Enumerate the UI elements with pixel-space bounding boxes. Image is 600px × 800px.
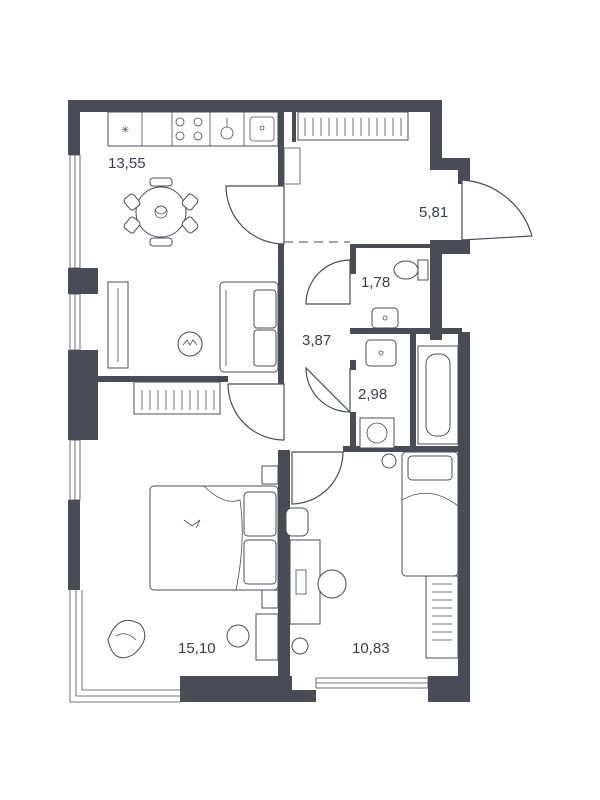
room-area-bedroom-small: 10,83 bbox=[352, 640, 390, 657]
dresser-icon bbox=[255, 613, 279, 661]
room-area-balcony: 5,81 bbox=[419, 204, 448, 221]
room-area-hallway: 3,87 bbox=[302, 332, 331, 349]
washing-machine-icon bbox=[359, 417, 395, 449]
double-bed-icon bbox=[149, 485, 279, 591]
tv-stand-icon bbox=[107, 281, 129, 369]
toilet-icon bbox=[393, 259, 429, 281]
balcony-shelf bbox=[297, 111, 409, 141]
plant-icon bbox=[177, 331, 203, 357]
windows bbox=[69, 154, 429, 703]
dining-table-icon bbox=[123, 177, 199, 247]
svg-text:✳: ✳ bbox=[121, 125, 129, 136]
nightstand-icon bbox=[261, 465, 279, 609]
cooktop-icon bbox=[175, 117, 203, 141]
single-bed-icon bbox=[401, 451, 459, 577]
faucet-icon bbox=[220, 118, 234, 140]
room-area-kitchen-living: 13,55 bbox=[108, 155, 146, 172]
room-area-bathroom: 2,98 bbox=[358, 386, 387, 403]
round-rug-icon bbox=[226, 624, 250, 648]
room-area-bedroom-large: 15,10 bbox=[178, 640, 216, 657]
washbasin-icon bbox=[371, 307, 399, 329]
sofa-icon bbox=[219, 281, 279, 373]
desk-icon bbox=[289, 539, 347, 625]
room-labels: 13,55 5,81 1,78 3,87 2,98 15,10 10,83 bbox=[108, 155, 448, 657]
door-swings bbox=[225, 179, 533, 505]
outer-walls bbox=[68, 100, 470, 702]
sink-icon bbox=[249, 116, 275, 142]
wardrobe-large-bedroom bbox=[133, 381, 221, 415]
bathroom-sink-icon bbox=[365, 339, 397, 367]
floor-plant-icon bbox=[107, 620, 146, 659]
bathtub-icon bbox=[417, 345, 459, 445]
wardrobe-small-bedroom bbox=[425, 575, 459, 659]
room-area-toilet: 1,78 bbox=[361, 274, 390, 291]
toy-icon bbox=[285, 453, 397, 655]
